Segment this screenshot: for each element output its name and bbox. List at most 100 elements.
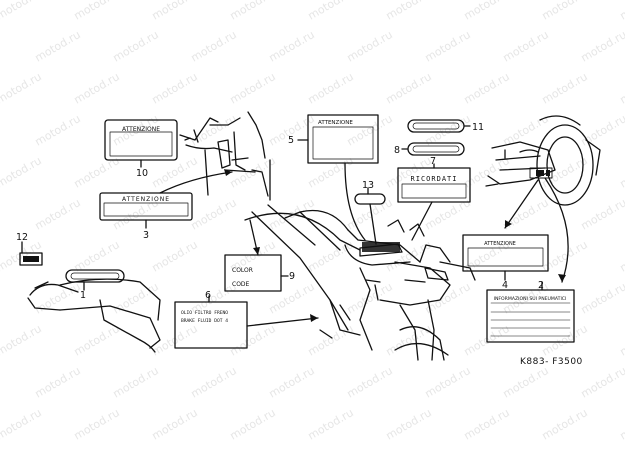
callout-12: 12 <box>16 232 28 243</box>
watermark-text: motod.ru <box>33 364 83 400</box>
label-12-small <box>19 252 43 266</box>
watermark-text: motod.ru <box>267 280 317 316</box>
callout-4: 4 <box>502 280 508 291</box>
watermark-text: motod.ru <box>228 406 278 442</box>
watermark-text: motod.ru <box>501 364 551 400</box>
watermark-text: motod.ru <box>618 238 625 274</box>
label-10-text: ATTENZIONE <box>122 126 160 133</box>
watermark-text: motod.ru <box>501 28 551 64</box>
watermark-text: motod.ru <box>618 0 625 23</box>
callout-7: 7 <box>430 156 436 167</box>
front-frame-sketch <box>179 111 271 201</box>
label-7-text: RICORDATI <box>411 175 458 183</box>
callout-11: 11 <box>472 122 484 133</box>
watermark: motod.ru motod.ru motod.ru motod.ru motod.ru… <box>0 0 625 443</box>
label-4-text: ATTENZIONE <box>484 241 516 247</box>
callout-9: 9 <box>289 271 295 282</box>
callout-1: 1 <box>80 290 86 301</box>
watermark-text: motod.ru <box>33 28 83 64</box>
watermark-text: motod.ru <box>384 0 434 23</box>
watermark-text: motod.ru <box>618 322 625 358</box>
watermark-text: motod.ru <box>33 112 83 148</box>
watermark-text: motod.ru <box>111 364 161 400</box>
watermark-text: motod.ru <box>384 70 434 106</box>
watermark-text: motod.ru <box>189 364 239 400</box>
label-6-line1: OLIO FILTRO FRENO <box>181 310 228 316</box>
watermark-text: motod.ru <box>462 70 512 106</box>
watermark-text: motod.ru <box>618 70 625 106</box>
watermark-text: motod.ru <box>72 70 122 106</box>
watermark-text: motod.ru <box>501 196 551 232</box>
watermark-text: motod.ru <box>150 0 200 23</box>
label-5-text: ATTENZIONE <box>318 120 353 126</box>
diagram-code: K883- F3500 <box>520 357 583 367</box>
watermark-text: motod.ru <box>306 406 356 442</box>
arrow-3 <box>159 171 233 194</box>
watermark-text: motod.ru <box>345 112 395 148</box>
watermark-text: motod.ru <box>72 406 122 442</box>
watermark-text: motod.ru <box>579 112 625 148</box>
watermark-text: motod.ru <box>423 28 473 64</box>
watermark-text: motod.ru <box>72 238 122 274</box>
watermark-text: motod.ru <box>306 0 356 23</box>
watermark-text: motod.ru <box>189 28 239 64</box>
label-9-color-code: COLOR CODE <box>224 254 282 292</box>
left-fuel-tank-sketch <box>27 269 161 353</box>
watermark-text: motod.ru <box>618 406 625 442</box>
callout-6: 6 <box>205 290 211 301</box>
watermark-text: motod.ru <box>150 238 200 274</box>
label-2-title: INFORMAZIONI SUI PNEUMATICI <box>494 296 567 302</box>
watermark-text: motod.ru <box>462 0 512 23</box>
callout-8: 8 <box>394 145 400 156</box>
watermark-text: motod.ru <box>540 0 590 23</box>
label-9-line2: CODE <box>232 281 250 288</box>
arrow-7 <box>411 201 433 241</box>
watermark-text: motod.ru <box>540 238 590 274</box>
watermark-text: motod.ru <box>72 322 122 358</box>
watermark-text: motod.ru <box>579 364 625 400</box>
watermark-text: motod.ru <box>579 280 625 316</box>
watermark-text: motod.ru <box>111 28 161 64</box>
watermark-text: motod.ru <box>579 28 625 64</box>
label-5-attenzione: ATTENZIONE <box>307 114 379 164</box>
label-6-brake-fluid: OLIO FILTRO FRENO BRAKE FLUID DOT 4 <box>174 301 248 349</box>
arrow-6 <box>246 317 319 327</box>
watermark-text: motod.ru <box>33 196 83 232</box>
watermark-text: motod.ru <box>423 364 473 400</box>
watermark-text: motod.ru <box>189 112 239 148</box>
watermark-text: motod.ru <box>0 0 44 23</box>
watermark-text: motod.ru <box>618 154 625 190</box>
watermark-text: motod.ru <box>345 280 395 316</box>
label-2-tyre-info: INFORMAZIONI SUI PNEUMATICI <box>486 289 575 343</box>
callout-13: 13 <box>362 180 374 191</box>
watermark-text: motod.ru <box>345 364 395 400</box>
watermark-text: motod.ru <box>462 406 512 442</box>
watermark-text: motod.ru <box>0 154 44 190</box>
callout-5: 5 <box>288 135 294 146</box>
watermark-text: motod.ru <box>189 196 239 232</box>
watermark-text: motod.ru <box>384 406 434 442</box>
watermark-text: motod.ru <box>306 154 356 190</box>
callout-10: 10 <box>136 168 148 179</box>
arrow-4 <box>504 179 539 229</box>
watermark-text: motod.ru <box>384 154 434 190</box>
watermark-text: motod.ru <box>228 70 278 106</box>
watermark-text: motod.ru <box>111 280 161 316</box>
watermark-text: motod.ru <box>306 70 356 106</box>
arrow-5 <box>344 162 366 241</box>
watermark-text: motod.ru <box>267 28 317 64</box>
watermark-text: motod.ru <box>540 406 590 442</box>
watermark-text: motod.ru <box>150 70 200 106</box>
watermark-text: motod.ru <box>0 70 44 106</box>
watermark-text: motod.ru <box>306 322 356 358</box>
watermark-text: motod.ru <box>150 406 200 442</box>
motorcycle-sketch <box>244 204 476 361</box>
watermark-text: motod.ru <box>540 70 590 106</box>
watermark-text: motod.ru <box>228 0 278 23</box>
callout-3: 3 <box>143 230 149 241</box>
watermark-text: motod.ru <box>72 0 122 23</box>
watermark-text: motod.ru <box>345 28 395 64</box>
rear-wheel-sketch <box>485 115 601 206</box>
label-3-text: ATTENZIONE <box>122 196 170 203</box>
